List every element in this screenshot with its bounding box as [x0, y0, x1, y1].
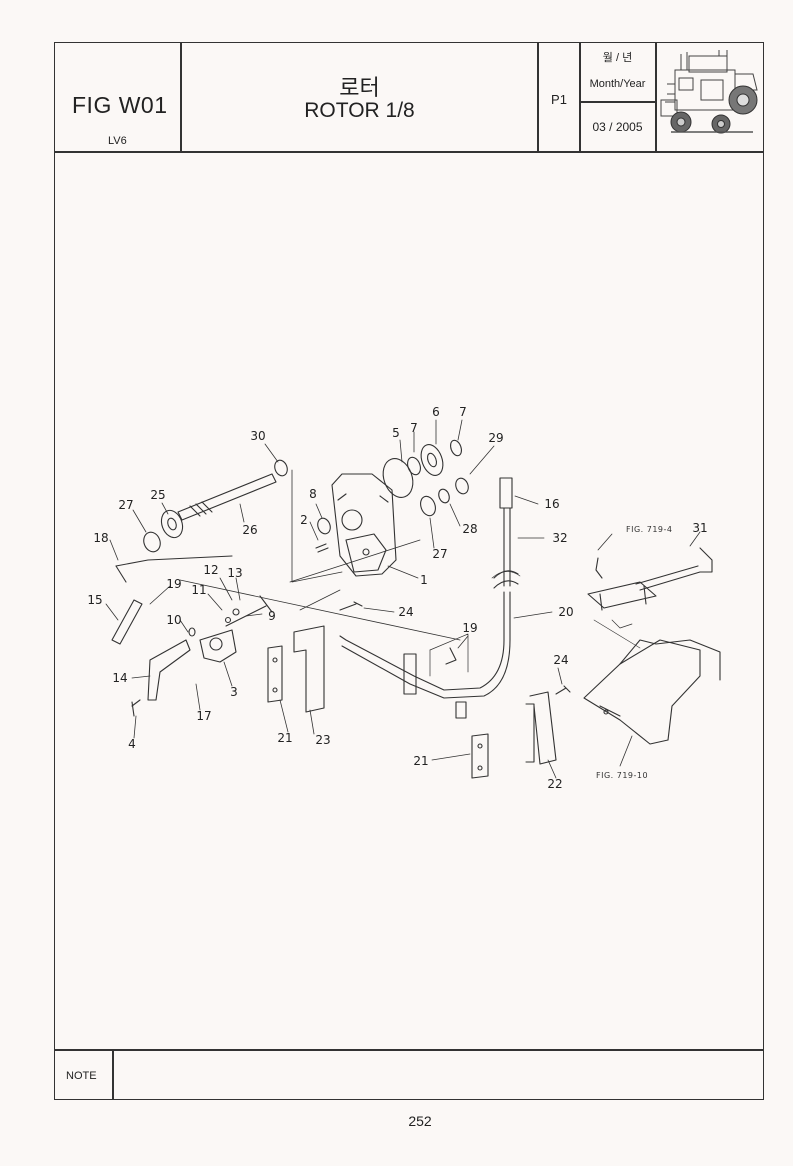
rotor-gear-housing: [331, 473, 397, 577]
bearing-and-gear-set: [315, 439, 469, 553]
callout: 22: [547, 777, 562, 791]
header-divider: [54, 151, 764, 153]
month-year-label: Month/Year: [589, 78, 646, 90]
callout: 19: [462, 621, 477, 635]
callout: 21: [413, 754, 428, 768]
callout: 4: [128, 737, 136, 751]
figure-code: FIG W01: [72, 92, 168, 118]
callout-labels: 30 5 7 6 7 29 8 2 16 25 27 26 28 27 32 1…: [87, 405, 707, 791]
month-year-value: 03 / 2005: [592, 120, 643, 134]
note-divider: [54, 1049, 764, 1051]
callout: 28: [462, 522, 477, 536]
callout: 11: [191, 583, 206, 597]
callout: 18: [93, 531, 108, 545]
page-title: ROTOR 1/8: [304, 99, 415, 122]
mounting-brackets: [267, 625, 557, 779]
input-shaft-assembly: [143, 459, 288, 553]
callout: 24: [398, 605, 413, 619]
callout: 30: [250, 429, 265, 443]
exploded-parts-diagram: 30 5 7 6 7 29 8 2 16 25 27 26 28 27 32 1…: [87, 405, 721, 791]
page-number: 252: [408, 1113, 432, 1129]
callout: 9: [268, 609, 276, 623]
header-divider: [537, 42, 539, 152]
header-divider: [580, 101, 656, 103]
callout: 2: [300, 513, 308, 527]
callout: 8: [309, 487, 317, 501]
model-code: LV6: [108, 135, 127, 147]
figure-reference: FIG. 719-10: [596, 771, 648, 780]
callout: 20: [558, 605, 573, 619]
callout: 29: [488, 431, 503, 445]
callout: 7: [459, 405, 467, 419]
callout: 27: [118, 498, 133, 512]
callout: 16: [544, 497, 559, 511]
header-divider: [579, 42, 581, 152]
shift-lever-assembly: [111, 595, 273, 707]
page-title-korean: 로터: [339, 75, 380, 100]
callout: 14: [112, 671, 127, 685]
callout: 25: [150, 488, 165, 502]
tractor-illustration-icon: [660, 50, 758, 134]
header-divider: [655, 42, 657, 152]
callout: 27: [432, 547, 447, 561]
callout: 13: [227, 566, 242, 580]
callout: 17: [196, 709, 211, 723]
callout: 10: [166, 613, 181, 627]
callout: 26: [242, 523, 257, 537]
callout: 3: [230, 685, 238, 699]
note-divider: [112, 1049, 114, 1100]
callout: 24: [553, 653, 568, 667]
callout: 12: [203, 563, 218, 577]
callout: 7: [410, 421, 418, 435]
figure-reference-labels: FIG. 719-4 FIG. 719-10: [596, 525, 673, 780]
callout: 32: [552, 531, 567, 545]
month-year-label-korean: 월 / 년: [602, 52, 633, 64]
header-divider: [180, 42, 182, 152]
figure-reference: FIG. 719-4: [626, 525, 673, 534]
callout: 6: [432, 405, 440, 419]
callout: 15: [87, 593, 102, 607]
frame-reference-assembly: [583, 547, 721, 745]
callout: 5: [392, 426, 400, 440]
page-code: P1: [551, 92, 567, 107]
callout: 21: [277, 731, 292, 745]
control-rod-assembly: [339, 477, 521, 719]
callout: 1: [420, 573, 428, 587]
note-label: NOTE: [66, 1070, 97, 1082]
callout: 19: [166, 577, 181, 591]
page-frame: [54, 42, 764, 1100]
callout: 31: [692, 521, 707, 535]
callout: 23: [315, 733, 330, 747]
